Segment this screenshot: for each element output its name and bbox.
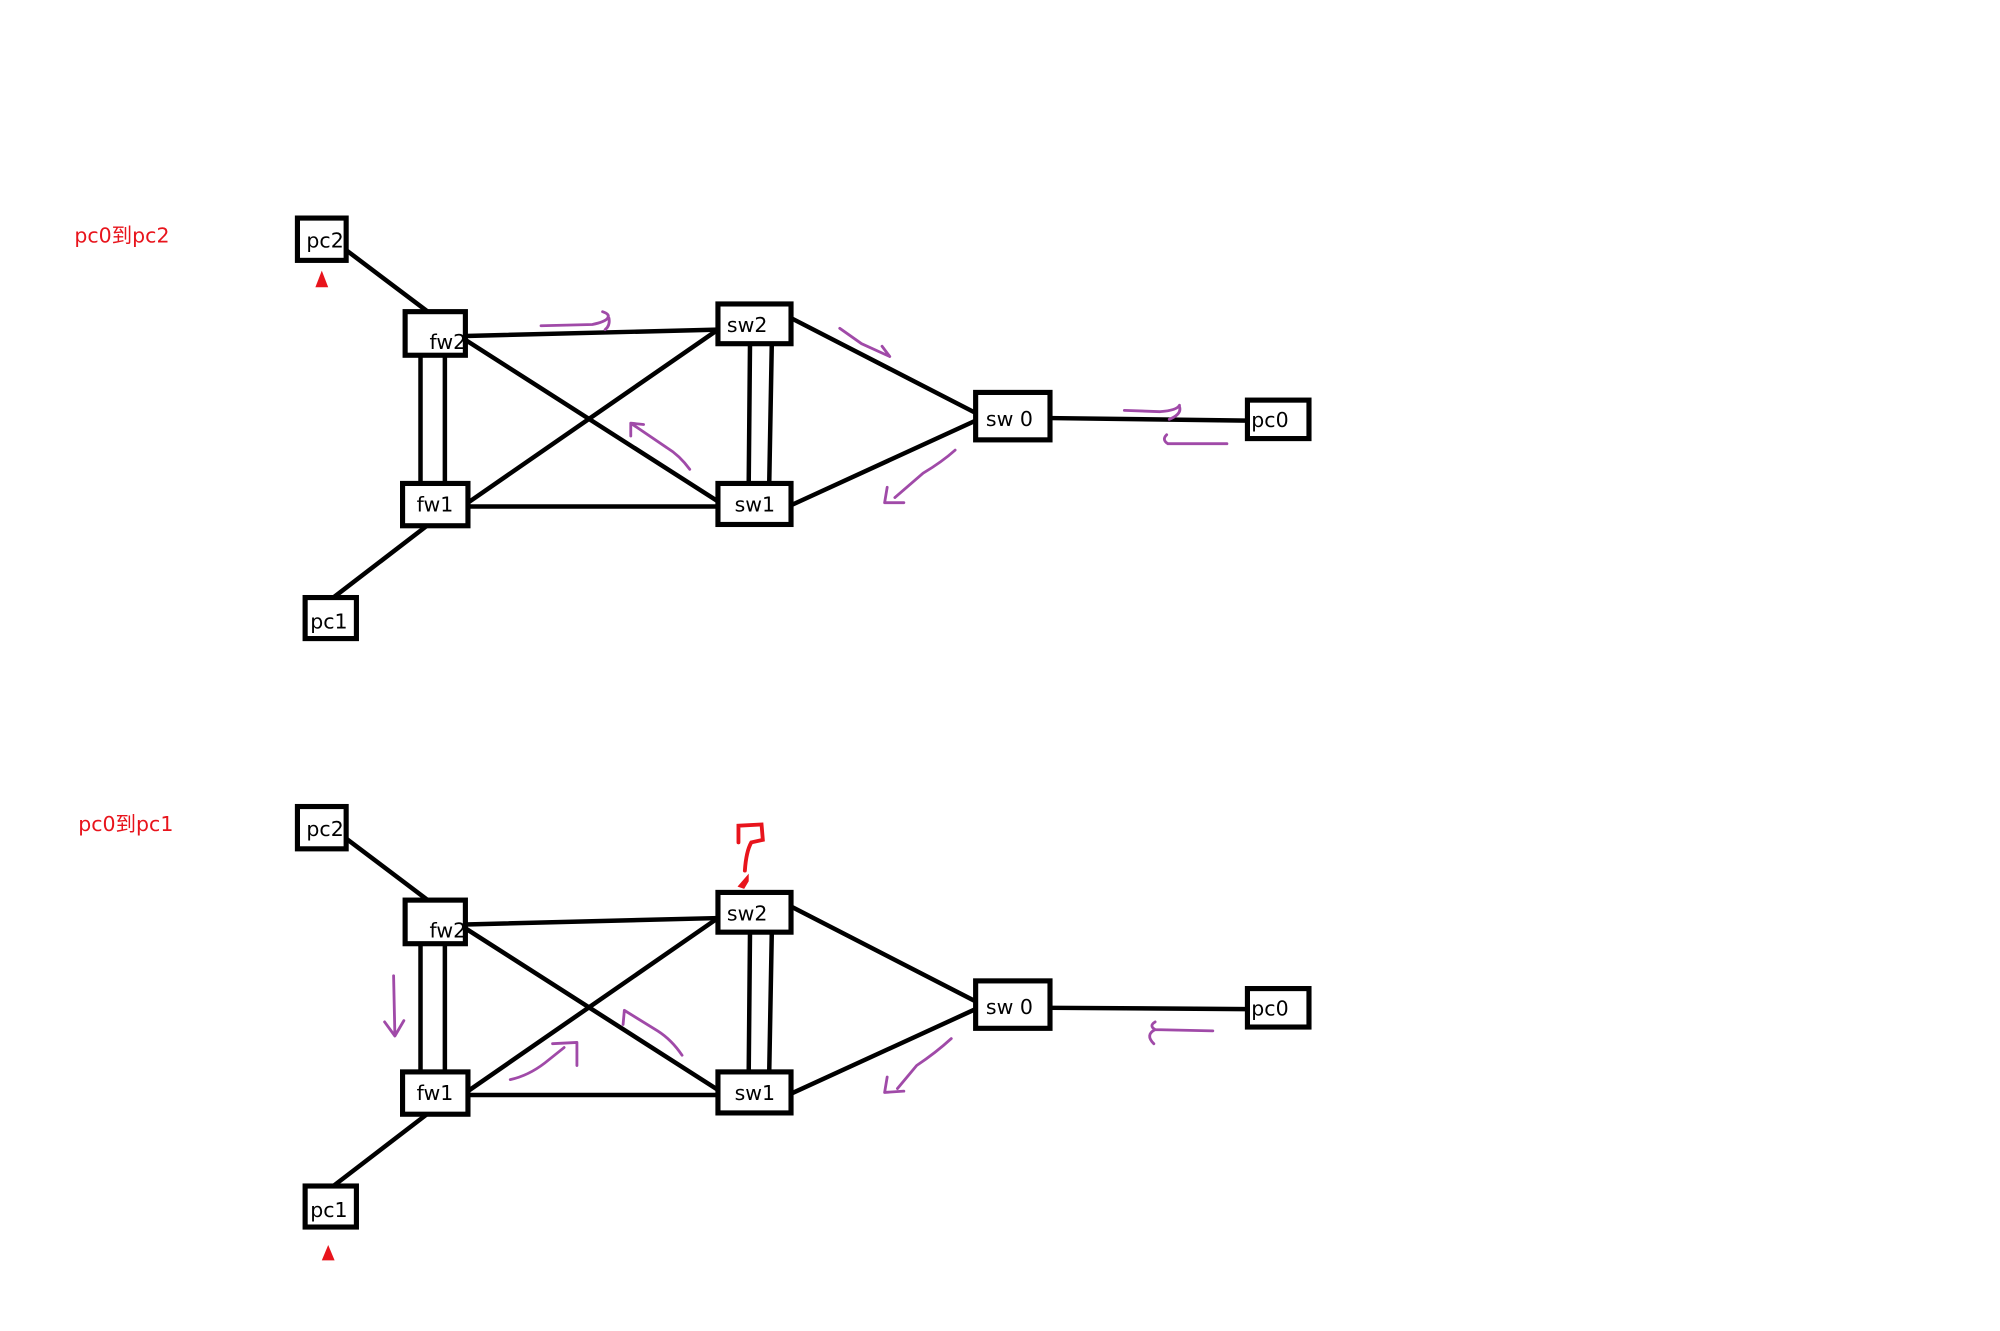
node-label: fw1: [417, 493, 454, 517]
node-label: sw2: [727, 902, 768, 926]
node-fw2: fw2: [402, 309, 468, 358]
node-sw0: sw 0: [973, 978, 1053, 1031]
node-label: sw1: [735, 1081, 776, 1105]
node-label: pc1: [310, 609, 347, 633]
path-arrows: [539, 310, 1229, 505]
node-label: fw2: [429, 330, 466, 354]
node-label: pc0: [1251, 408, 1288, 432]
node-label: sw1: [735, 493, 776, 517]
red-marker-icon: [321, 1244, 335, 1261]
node-label: sw2: [727, 313, 768, 337]
links: [331, 247, 1250, 600]
path-arrows: [383, 974, 1215, 1094]
node-sw1: sw1: [715, 1069, 794, 1116]
node-sw0: sw 0: [973, 389, 1053, 443]
node-label: pc2: [306, 817, 343, 841]
red-marker-icon: [315, 270, 329, 288]
diagram-pc0-to-pc1: pc0到pc1 pc2 fw2 sw2 fw1 sw1 sw 0 pc0 pc1: [78, 803, 1312, 1261]
node-fw2: fw2: [402, 897, 468, 947]
node-pc0: pc0: [1244, 986, 1312, 1030]
node-sw1: sw1: [715, 480, 794, 528]
node-label: sw 0: [986, 995, 1033, 1019]
node-pc2: pc2: [294, 215, 349, 263]
diagram-pc0-to-pc2: pc0到pc2 pc2 fw2 sw2 fw1 sw1 sw 0 pc0 pc1: [74, 215, 1312, 642]
node-pc2: pc2: [294, 803, 349, 852]
node-fw1: fw1: [400, 1069, 471, 1117]
node-label: fw1: [417, 1081, 454, 1105]
node-fw1: fw1: [400, 480, 471, 529]
links: [331, 836, 1250, 1189]
question-mark-annotation: [736, 822, 765, 889]
node-label: sw 0: [986, 407, 1033, 431]
node-pc0: pc0: [1244, 397, 1312, 442]
node-label: pc0: [1251, 997, 1288, 1021]
node-sw2: sw2: [715, 889, 794, 935]
node-pc1: pc1: [302, 594, 359, 642]
diagram-title: pc0到pc2: [74, 223, 169, 247]
node-sw2: sw2: [715, 301, 794, 347]
node-label: fw2: [429, 918, 466, 942]
node-label: pc2: [306, 229, 343, 253]
diagram-title: pc0到pc1: [78, 812, 173, 836]
node-pc1: pc1: [302, 1183, 359, 1230]
node-label: pc1: [310, 1198, 347, 1222]
